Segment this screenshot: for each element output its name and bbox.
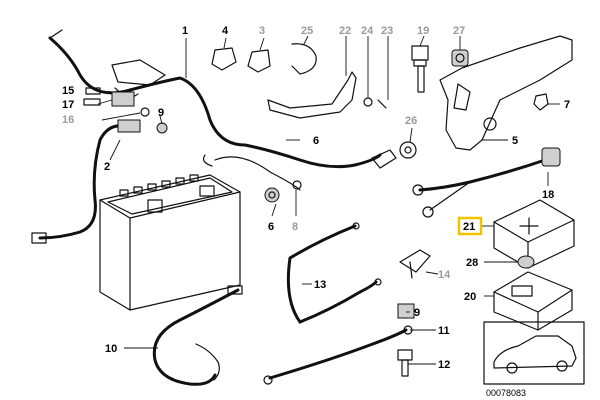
label-18: 18 <box>542 189 554 201</box>
label-12: 12 <box>438 359 450 371</box>
nut-9-lower <box>397 303 415 319</box>
leader-lines <box>97 35 560 365</box>
footer-code: 00078083 <box>486 388 526 398</box>
label-4: 4 <box>222 25 229 37</box>
label-5: 5 <box>512 135 518 147</box>
label-13: 13 <box>314 279 326 291</box>
label-3: 3 <box>259 25 265 37</box>
label-25: 25 <box>301 25 313 37</box>
label-9a: 9 <box>158 107 164 119</box>
bolt-19 <box>411 45 429 93</box>
label-20: 20 <box>464 291 476 303</box>
part-labels: 1 2 3 4 5 6 6 7 8 9 9 10 11 12 13 14 15 … <box>62 25 570 398</box>
vehicle-thumbnail <box>483 321 585 385</box>
label-21: 21 <box>463 221 475 233</box>
part-14 <box>399 249 431 279</box>
clip-7 <box>533 93 549 111</box>
label-16: 16 <box>62 114 74 126</box>
label-11: 11 <box>438 325 450 337</box>
label-23: 23 <box>381 25 393 37</box>
label-14: 14 <box>438 269 451 281</box>
cable-18 <box>412 147 561 218</box>
label-22: 22 <box>339 25 351 37</box>
label-19: 19 <box>417 25 429 37</box>
label-26: 26 <box>405 115 417 127</box>
bracket-5 <box>439 35 573 151</box>
label-28: 28 <box>466 257 478 269</box>
battery-cell-caps <box>119 174 199 197</box>
cable-11 <box>263 325 413 385</box>
part-28 <box>517 255 535 269</box>
label-15: 15 <box>62 85 74 97</box>
ground-cable-2 <box>31 119 141 244</box>
label-1: 1 <box>182 25 188 37</box>
label-6b: 6 <box>268 221 274 233</box>
label-6a: 6 <box>313 135 319 147</box>
grommet-26 <box>371 141 417 169</box>
nut-27 <box>451 49 469 67</box>
label-24: 24 <box>361 25 374 37</box>
main-cable-harness <box>48 29 382 191</box>
label-7: 7 <box>564 99 570 111</box>
highlight-box-21 <box>457 216 483 236</box>
washer-24 <box>363 97 387 109</box>
bolt-15-17 <box>83 87 168 134</box>
label-9b: 9 <box>414 307 420 319</box>
bracket-22 <box>267 71 357 119</box>
label-2: 2 <box>104 161 110 173</box>
battery <box>99 174 241 311</box>
positive-cable-10 <box>152 285 243 386</box>
cable-13 <box>286 222 382 324</box>
label-27: 27 <box>453 25 465 37</box>
clips-top <box>211 43 317 75</box>
terminal-box-20 <box>493 271 573 331</box>
nut-6-lower <box>264 180 302 203</box>
label-17: 17 <box>62 99 74 111</box>
label-8: 8 <box>292 221 298 233</box>
cover-21 <box>493 199 575 269</box>
label-10: 10 <box>105 343 117 355</box>
bolt-12 <box>397 349 413 377</box>
